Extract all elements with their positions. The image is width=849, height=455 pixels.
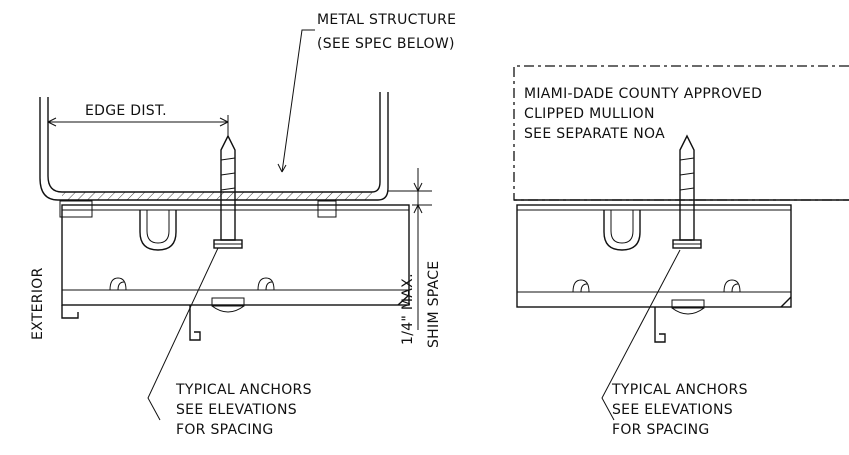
shim-space-dimension (412, 168, 432, 330)
left-anchor-leader (147, 247, 219, 421)
left-anchor-note-3: FOR SPACING (176, 422, 274, 438)
right-anchor-leader (601, 249, 681, 421)
mullion-note-3: SEE SEPARATE NOA (524, 126, 665, 142)
left-anchor-note-2: SEE ELEVATIONS (176, 402, 297, 418)
shim-space-label: SHIM SPACE (426, 261, 442, 348)
right-anchor-note-2: SEE ELEVATIONS (612, 402, 733, 418)
exterior-label: EXTERIOR (30, 267, 46, 340)
anchor-screw (213, 134, 243, 249)
right-anchor-screw (672, 134, 702, 249)
sealant-blocks (59, 200, 337, 218)
right-detail: MIAMI-DADE COUNTY APPROVED CLIPPED MULLI… (513, 65, 849, 438)
mullion-note-1: MIAMI-DADE COUNTY APPROVED (524, 86, 762, 102)
right-anchor-note-3: FOR SPACING (612, 422, 710, 438)
edge-dist-label: EDGE DIST. (85, 103, 167, 119)
metal-structure-label-2: (SEE SPEC BELOW) (317, 36, 455, 52)
edge-distance-dimension (47, 115, 229, 136)
metal-structure (39, 92, 432, 201)
left-detail: METAL STRUCTURE (SEE SPEC BELOW) EDGE DI… (30, 12, 456, 438)
metal-structure-label-1: METAL STRUCTURE (317, 12, 456, 28)
mullion-note-2: CLIPPED MULLION (524, 106, 655, 122)
left-anchor-note-1: TYPICAL ANCHORS (175, 382, 312, 398)
quarter-max-label: 1/4" MAX. (400, 273, 416, 345)
right-anchor-note-1: TYPICAL ANCHORS (611, 382, 748, 398)
metal-structure-leader (281, 29, 315, 173)
right-window-frame-extrusion (516, 204, 792, 343)
